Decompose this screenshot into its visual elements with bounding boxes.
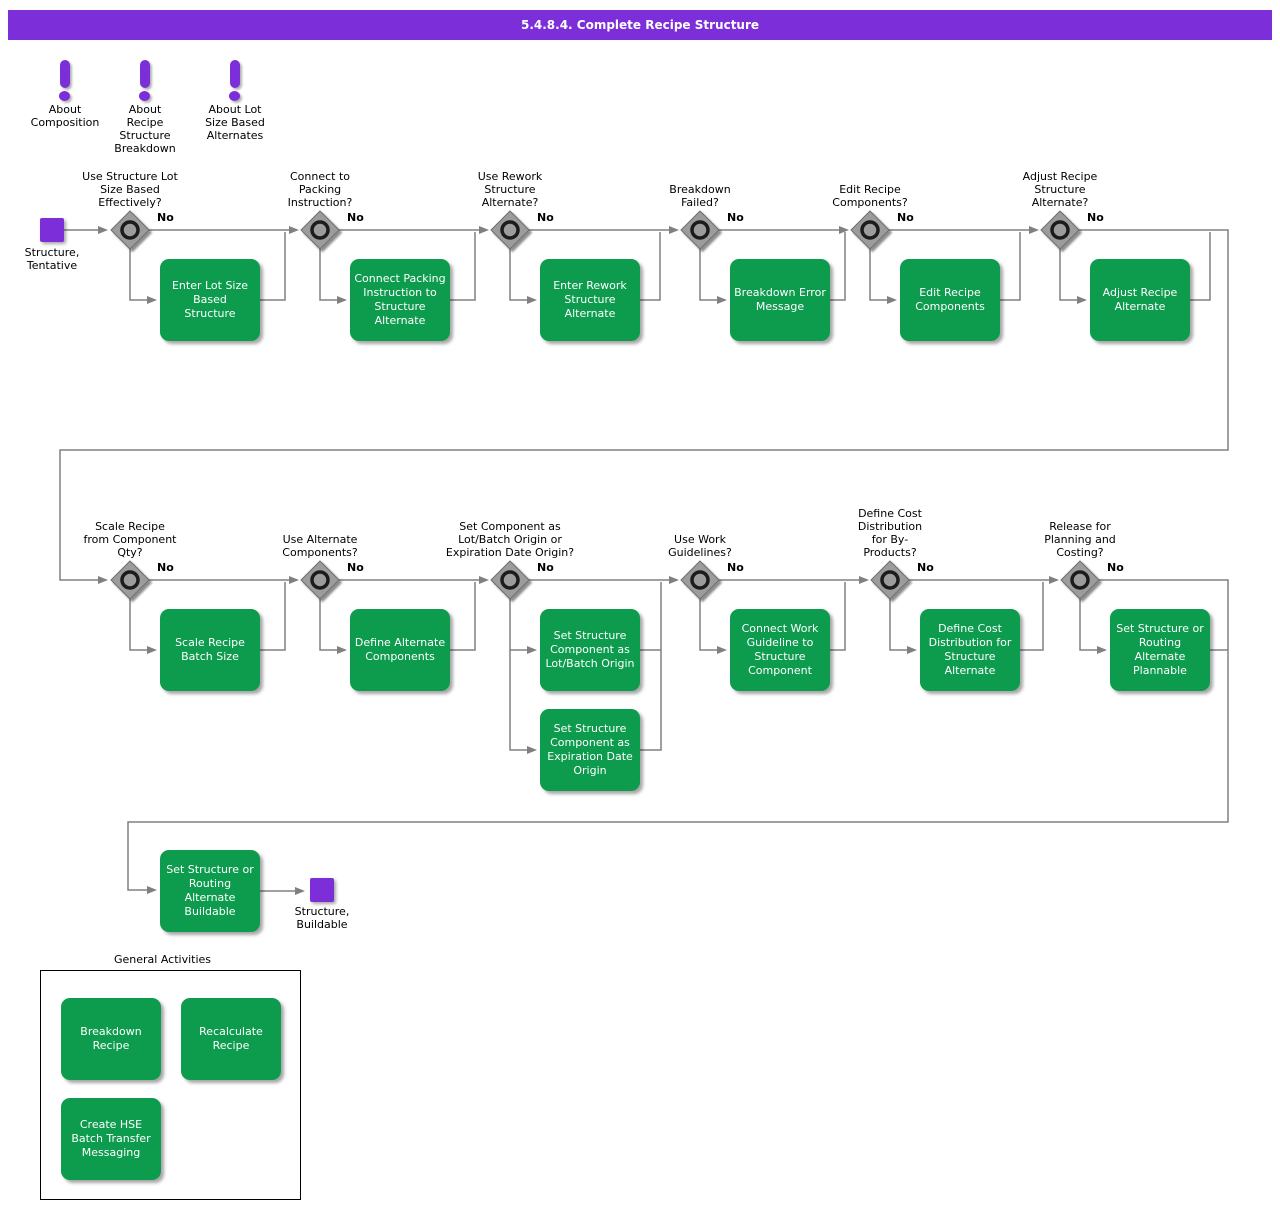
decision-gateway [490,210,530,250]
decision-question: Edit Recipe Components? [832,183,908,209]
decision-question: Adjust Recipe Structure Alternate? [1022,170,1098,209]
no-branch-label: No [1087,211,1104,224]
no-branch-label: No [537,561,554,574]
exclamation-icon[interactable] [139,91,150,101]
decision-gateway [490,560,530,600]
start-state-label: Structure, Tentative [24,246,80,272]
decision-gateway [680,560,720,600]
exclamation-icon[interactable] [230,60,240,88]
about-note-label[interactable]: About Recipe Structure Breakdown [114,103,176,155]
activity-box[interactable]: Set Structure or Routing Alternate Build… [160,850,260,932]
exclamation-icon[interactable] [59,91,70,101]
end-state-square [310,878,334,902]
no-branch-label: No [727,561,744,574]
start-state-square [40,218,64,242]
activity-box[interactable]: Scale Recipe Batch Size [160,609,260,691]
end-state-label: Structure, Buildable [294,905,350,931]
exclamation-icon[interactable] [229,91,240,101]
activity-box[interactable]: Connect Work Guideline to Structure Comp… [730,609,830,691]
activity-box[interactable]: Breakdown Error Message [730,259,830,341]
decision-question: Set Component as Lot/Batch Origin or Exp… [445,520,575,559]
activity-box[interactable]: Define Alternate Components [350,609,450,691]
activity-box[interactable]: Set Structure Component as Lot/Batch Ori… [540,609,640,691]
no-branch-label: No [347,561,364,574]
page-title: 5.4.8.4. Complete Recipe Structure [520,18,760,32]
connector-lines [59,226,1229,895]
decision-question: Connect to Packing Instruction? [287,170,353,209]
no-branch-label: No [347,211,364,224]
activity-box[interactable]: Adjust Recipe Alternate [1090,259,1190,341]
no-branch-label: No [727,211,744,224]
activity-box[interactable]: Edit Recipe Components [900,259,1000,341]
decision-gateway [300,560,340,600]
decision-gateway [850,210,890,250]
decision-gateway [300,210,340,250]
no-branch-label: No [157,211,174,224]
decision-question: Use Rework Structure Alternate? [477,170,543,209]
exclamation-icon[interactable] [60,60,70,88]
decision-gateway [1060,560,1100,600]
no-branch-label: No [157,561,174,574]
no-branch-label: No [917,561,934,574]
decision-question: Use Structure Lot Size Based Effectively… [82,170,178,209]
activity-box[interactable]: Breakdown Recipe [61,998,161,1080]
about-note-label[interactable]: About Composition [30,103,100,129]
title-bar: 5.4.8.4. Complete Recipe Structure [8,10,1272,40]
decision-question: Breakdown Failed? [669,183,731,209]
activity-box[interactable]: Set Structure Component as Expiration Da… [540,709,640,791]
activity-box[interactable]: Recalculate Recipe [181,998,281,1080]
decision-gateway [870,560,910,600]
about-note-label[interactable]: About Lot Size Based Alternates [205,103,265,142]
activity-box[interactable]: Enter Rework Structure Alternate [540,259,640,341]
decision-question: Scale Recipe from Component Qty? [83,520,177,559]
decision-question: Use Alternate Components? [282,533,358,559]
decision-gateway [110,210,150,250]
decision-question: Define Cost Distribution for By- Product… [857,507,923,559]
no-branch-label: No [537,211,554,224]
decision-question: Release for Planning and Costing? [1044,520,1116,559]
activity-box[interactable]: Enter Lot Size Based Structure [160,259,260,341]
activity-box[interactable]: Create HSE Batch Transfer Messaging [61,1098,161,1180]
decision-gateway [1040,210,1080,250]
decision-gateway [110,560,150,600]
decision-question: Use Work Guidelines? [668,533,732,559]
activity-box[interactable]: Connect Packing Instruction to Structure… [350,259,450,341]
activity-box[interactable]: Set Structure or Routing Alternate Plann… [1110,609,1210,691]
general-activities-title: General Activities [113,953,212,966]
decision-gateway [680,210,720,250]
exclamation-icon[interactable] [140,60,150,88]
activity-box[interactable]: Define Cost Distribution for Structure A… [920,609,1020,691]
no-branch-label: No [897,211,914,224]
no-branch-label: No [1107,561,1124,574]
